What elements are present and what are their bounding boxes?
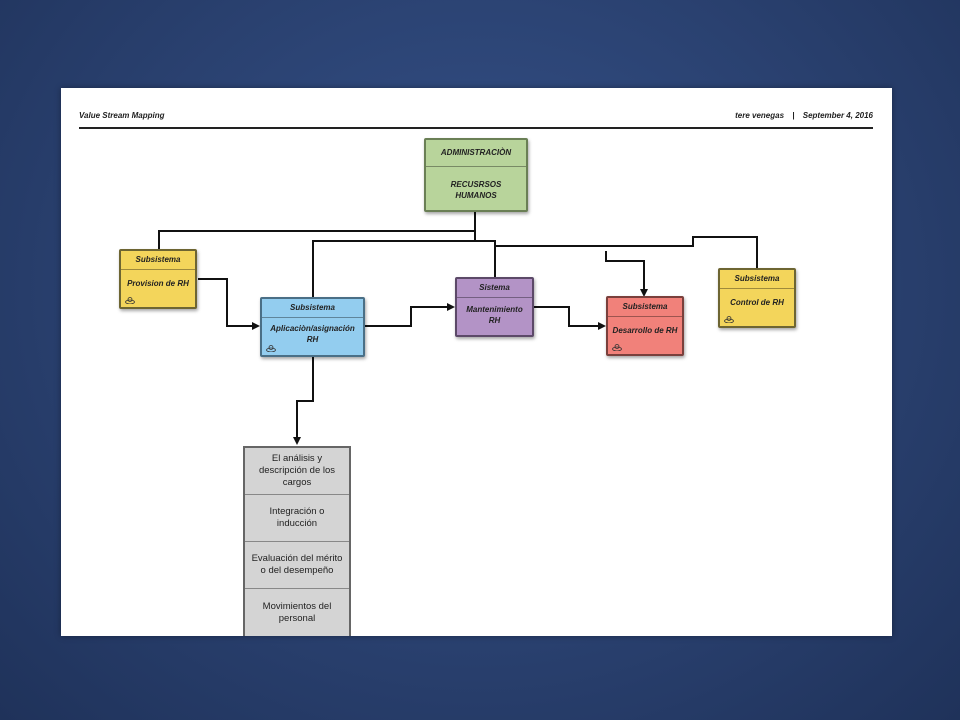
node-administracion-top: ADMINISTRACIÒN — [426, 140, 526, 167]
link-mantenimiento-desarrollo — [533, 306, 606, 330]
node-administracion-label: RECUSRSOS HUMANOS — [450, 180, 502, 200]
operator-icon — [125, 297, 135, 304]
link-provision-aplicacion — [198, 278, 260, 330]
date: September 4, 2016 — [802, 111, 873, 120]
node-mantenimiento-top: Sistema — [457, 279, 532, 298]
node-control-top: Subsistema — [720, 270, 794, 289]
link-aplicacion-mantenimiento — [365, 303, 455, 327]
meta-separator: | — [792, 111, 795, 120]
node-aplicacion[interactable]: Subsistema Aplicaciòn/asignación RH — [260, 297, 365, 357]
node-desarrollo-top: Subsistema — [608, 298, 682, 317]
list-item[interactable]: El análisis y descripción de los cargos — [245, 448, 349, 495]
node-provision-label: Provision de RH — [127, 279, 189, 288]
link-bus-desarrollo — [605, 251, 648, 297]
node-aplicacion-top: Subsistema — [262, 299, 363, 318]
node-control-label: Control de RH — [730, 298, 784, 307]
operator-icon — [612, 344, 622, 351]
node-aplicacion-label: Aplicaciòn/asignación RH — [270, 324, 355, 344]
link-bus-mantenimiento — [475, 240, 496, 278]
node-provision-top: Subsistema — [121, 251, 195, 270]
operator-icon — [266, 345, 276, 352]
node-desarrollo[interactable]: Subsistema Desarrollo de RH — [606, 296, 684, 356]
node-control[interactable]: Subsistema Control de RH — [718, 268, 796, 328]
document-title: Value Stream Mapping — [79, 111, 165, 120]
connector-lines — [158, 211, 758, 445]
node-administracion[interactable]: ADMINISTRACIÒN RECUSRSOS HUMANOS — [424, 138, 528, 212]
link-bus-provision — [158, 230, 475, 249]
link-bus-right — [495, 236, 758, 268]
link-aplicacion-list — [293, 357, 314, 445]
document-meta: tere venegas | September 4, 2016 — [735, 111, 873, 120]
list-item[interactable]: Integración o inducción — [245, 495, 349, 542]
list-item[interactable]: Movimientos del personal — [262, 600, 332, 624]
header-rule — [79, 127, 873, 129]
author: tere venegas — [735, 111, 785, 120]
node-desarrollo-label: Desarrollo de RH — [612, 326, 678, 335]
node-mantenimiento[interactable]: Sistema Mantenimiento RH — [455, 277, 534, 337]
diagram-canvas: Value Stream Mapping tere venegas | Sept… — [61, 88, 892, 636]
node-provision[interactable]: Subsistema Provision de RH — [119, 249, 197, 309]
node-mantenimiento-label: Mantenimiento RH — [466, 305, 523, 325]
operator-icon — [724, 316, 734, 323]
functions-list: El análisis y descripción de los cargos … — [243, 446, 351, 636]
link-bus-aplicacion — [312, 240, 475, 297]
list-item[interactable]: Evaluación del mérito o del desempeño — [245, 542, 349, 589]
